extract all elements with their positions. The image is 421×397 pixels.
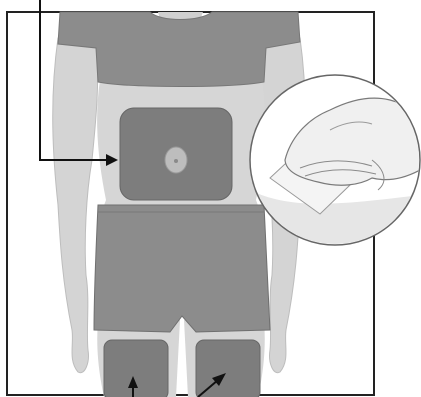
- left-thigh-arrow: [128, 376, 138, 397]
- shorts: [93, 204, 271, 333]
- abdomen-leader-arrow: [39, 0, 118, 166]
- left-thigh-site: [103, 339, 169, 397]
- right-thigh-site: [195, 339, 261, 397]
- navel-dot: [174, 159, 178, 163]
- hand-icon: [284, 97, 419, 186]
- shirt: [57, 11, 301, 87]
- right-thigh-arrow: [197, 373, 226, 397]
